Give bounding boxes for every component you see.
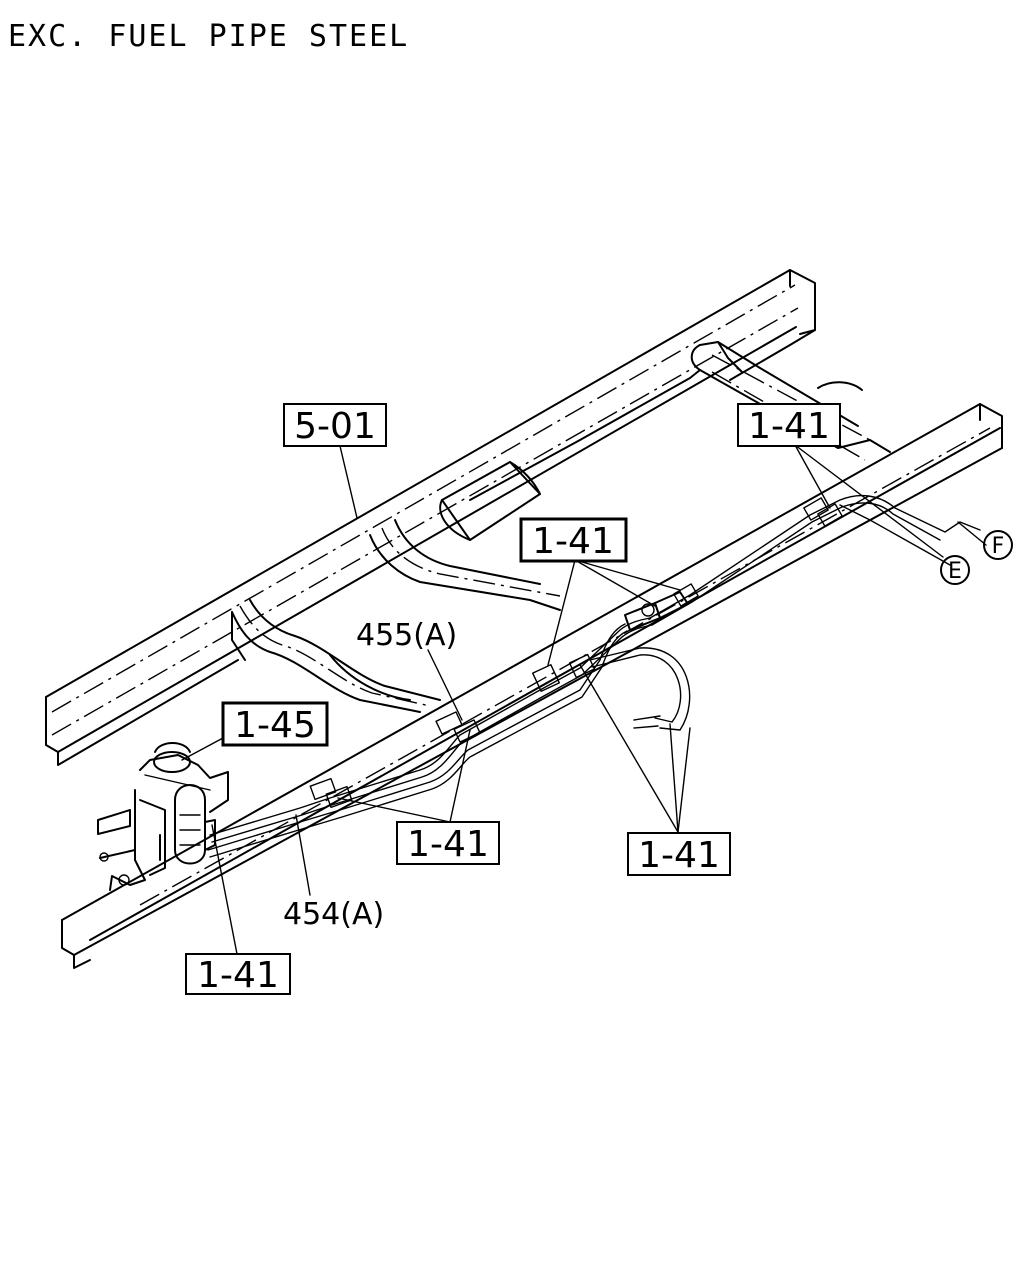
pipe-clips [309,497,843,809]
callout-5-01[interactable]: 5-01 [283,403,387,447]
callout-1-41-bottom-left-label: 1-41 [197,955,279,996]
callout-1-41-center-label: 1-41 [532,521,614,562]
inline-filter [624,591,689,631]
callout-1-45-label: 1-45 [234,705,316,746]
part-label-454a[interactable]: 454(A) [283,897,384,932]
callout-1-41-top-right[interactable]: 1-41 [737,403,841,447]
connector-f-label: F [992,534,1005,559]
diagram-title: EXC. FUEL PIPE STEEL [8,19,409,54]
connector-f[interactable]: F [983,530,1013,560]
fuel-pipe-455 [207,623,628,858]
callout-1-41-lower-right-label: 1-41 [638,835,720,876]
callout-5-01-label: 5-01 [294,406,376,447]
middle-cross-member [369,461,561,611]
callout-1-45[interactable]: 1-45 [221,701,329,747]
front-cross-member [231,599,441,713]
connector-e-label: E [948,559,962,584]
lower-frame-rail [61,403,1003,969]
upper-frame-rail [45,269,816,766]
fuel-filter-assembly [97,742,229,891]
leader-lines [181,444,987,955]
callout-1-41-lower-center-label: 1-41 [407,824,489,865]
fuel-pipe-rear [589,494,981,731]
fuel-pipe-454 [209,617,653,843]
callout-1-41-center[interactable]: 1-41 [519,517,628,563]
callout-1-41-top-right-label: 1-41 [748,406,830,447]
part-label-455a[interactable]: 455(A) [356,618,457,653]
callout-1-41-lower-center[interactable]: 1-41 [396,821,500,865]
callout-1-41-bottom-left[interactable]: 1-41 [185,953,291,996]
connector-e[interactable]: E [940,555,970,585]
callout-1-41-lower-right[interactable]: 1-41 [627,832,731,876]
